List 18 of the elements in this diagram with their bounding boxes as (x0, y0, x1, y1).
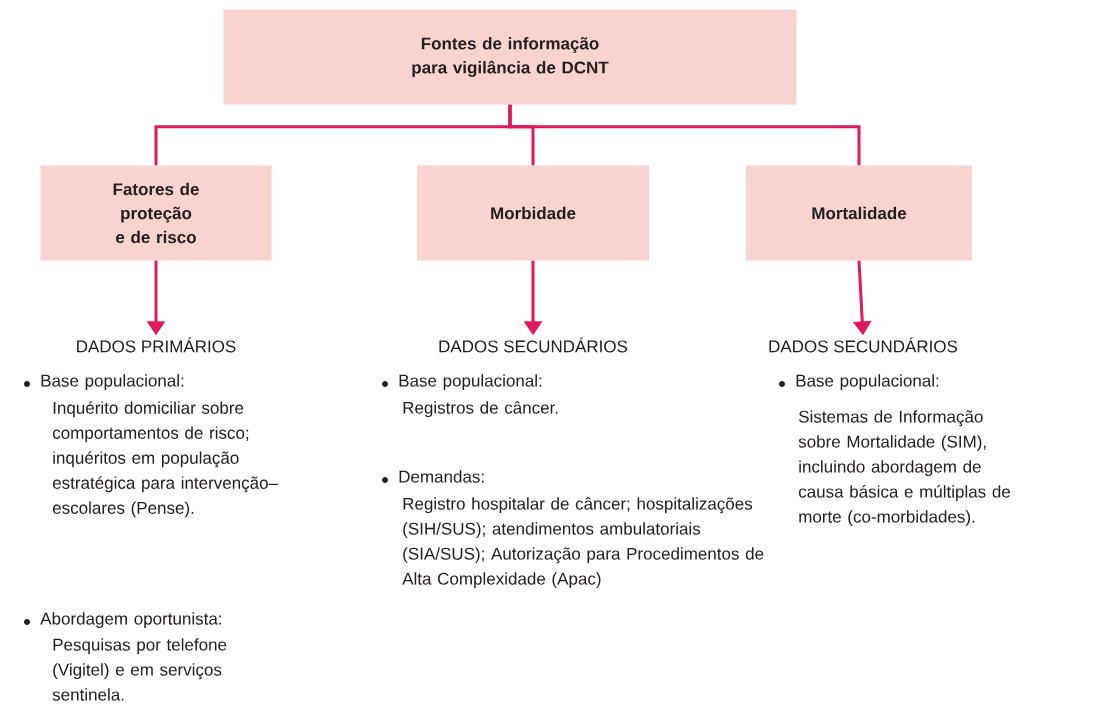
body-text: Inquérito domiciliar sobre comportamentos de risco; inquéritos em população estratégica para intervenção–escolares (Pense). (52, 401, 278, 518)
body-text: Registros de câncer. (403, 401, 558, 418)
list-heading: Base populacional: (399, 374, 542, 391)
heading-text: DADOS SECUNDÁRIOS (439, 337, 628, 353)
list-heading: Demandas: (399, 470, 484, 483)
category-box: Mortalidade (746, 165, 972, 261)
heading-text: DADOS SECUNDÁRIOS (769, 337, 958, 353)
body-text: Registro hospitalar de câncer; hospitalizações (SIH/SUS); atendimentos ambulatoriais (SIA/SUS); Autorização para Procedimentos de Alta Complexidade (Apac) (402, 497, 764, 589)
body-text: Sistemas de Informação sobre Mortalidade (SIM), incluindo abordagem de causa básica e múltiplas de morte (co-morbidades). (798, 410, 1011, 527)
list-heading: Base populacional: (41, 374, 184, 391)
list-heading: Base populacional: (796, 374, 939, 391)
heading-text: DADOS PRIMÁRIOS (77, 337, 236, 353)
category-box: Morbidade (417, 165, 649, 261)
list-heading: Abordagem oportunista: (40, 612, 221, 629)
connector-line (508, 104, 861, 166)
title-box: Fontes de informação para vigilância de DCNT (223, 9, 797, 105)
category-box: Fatores de proteção e de risco (40, 165, 272, 261)
body-text: Pesquisas por telefone (Vigitel) e em serviços sentinela. (52, 638, 227, 701)
